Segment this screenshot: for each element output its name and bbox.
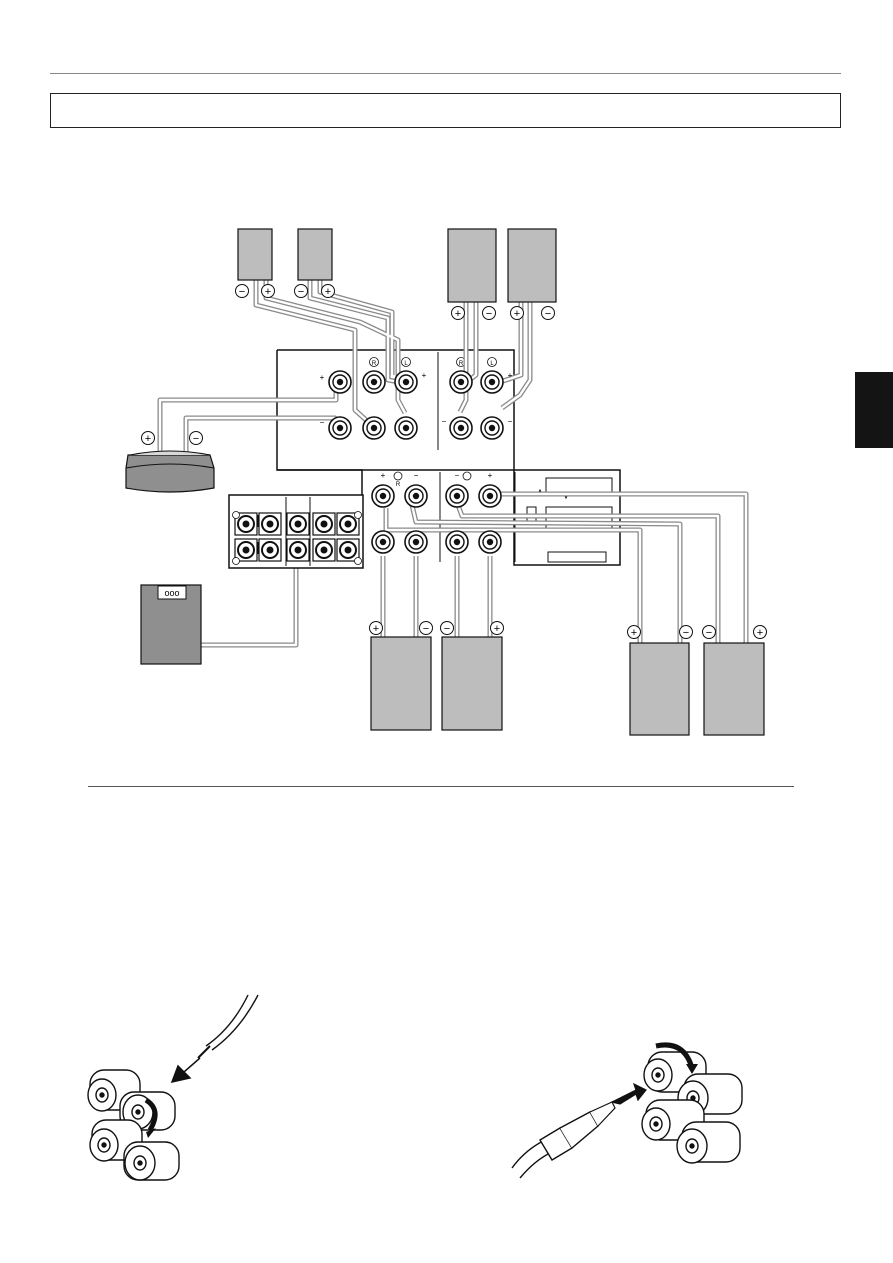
pol-marker: − [235,284,249,298]
pol-text: + [514,308,520,320]
pol-text: − [423,623,429,635]
side-label-area [526,477,613,563]
banana-plug-illustration [511,1042,743,1179]
mark-r-3: R [396,482,401,488]
post-sign: + [381,471,386,480]
post-sign: + [488,471,493,480]
pol-text: + [145,433,151,445]
mark-r-1: R [372,361,377,367]
speakers [237,228,765,736]
pol-text: + [325,286,331,298]
pol-marker: − [189,431,203,445]
top-rule [50,73,841,74]
binding-post [123,1141,180,1181]
pol-text: − [706,627,712,639]
post-sign: − [414,471,419,480]
pol-marker: + [261,284,275,298]
pol-text: − [298,286,304,298]
pol-text: + [494,623,500,635]
speaker-rear-right [297,228,333,281]
rca-jack-block [228,494,364,569]
pol-text: − [683,627,689,639]
pol-text: + [455,308,461,320]
pol-marker: − [702,625,716,639]
pol-marker: + [510,306,524,320]
speaker-center [125,450,215,493]
subwoofer-panel-glyph: ooo [164,588,179,598]
pol-marker: + [321,284,335,298]
pol-marker: − [440,621,454,635]
pol-marker: + [451,306,465,320]
pol-marker: + [490,621,504,635]
section-header-box [50,93,841,128]
pol-text: − [193,433,199,445]
mark-l-1: L [404,361,408,367]
pol-text: + [265,286,271,298]
pol-text: − [239,286,245,298]
post-sign: − [442,417,447,426]
subwoofer: ooo [140,584,202,665]
lower-speaker-terminals [371,484,502,554]
binding-post [676,1121,741,1164]
speaker-cables [157,280,749,648]
speaker-front-b-left [447,228,497,303]
speaker-rear-left [237,228,273,281]
pol-text: − [486,308,492,320]
pol-marker: + [369,621,383,635]
receiver-rear-panel [276,349,621,566]
bare-wire-illustration [87,994,259,1181]
pol-text: + [757,627,763,639]
post-sign: − [320,418,325,427]
section-divider [88,786,794,787]
post-sign: − [455,471,460,480]
post-polarity-signs: + − + + − − + − − + [320,371,513,480]
mark-l-2: L [490,361,494,367]
speaker-front-a-right [370,636,432,731]
speaker-front-b-right [507,228,557,303]
pol-text: − [545,308,551,320]
pol-text: − [444,623,450,635]
pol-marker: + [627,625,641,639]
speaker-front-a-left [441,636,503,731]
pol-text: + [631,627,637,639]
speaker-polarity-markers: − + − + + − + − + − + − − + + − − + [141,284,767,639]
pol-marker: + [141,431,155,445]
speaker-zone-right [703,642,765,736]
side-index-tab [855,372,893,448]
post-sign: − [508,417,513,426]
pol-marker: − [419,621,433,635]
post-sign: + [320,373,325,382]
upper-channel-marks: R L R L R [369,357,497,488]
post-sign: + [508,371,513,380]
post-sign: + [422,371,427,380]
binding-post [641,1099,705,1141]
pol-marker: − [294,284,308,298]
mark-r-2: R [459,361,464,367]
pol-marker: − [541,306,555,320]
pol-marker: + [753,625,767,639]
pol-marker: − [679,625,693,639]
speaker-zone-left [629,642,690,736]
pol-marker: − [482,306,496,320]
pol-text: + [373,623,379,635]
